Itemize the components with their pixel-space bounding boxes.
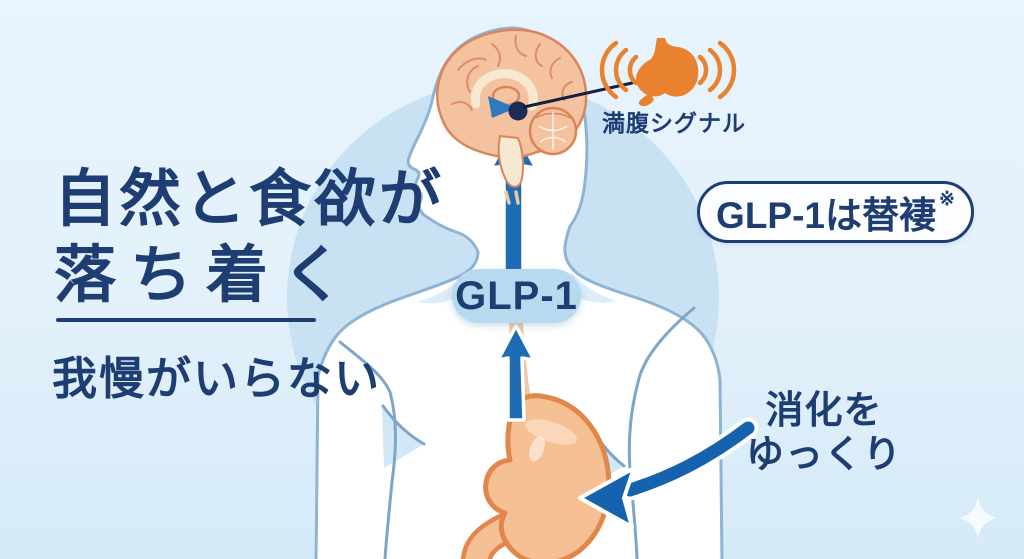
glp1-note-badge: GLP-1は替褄※ — [697, 181, 974, 243]
mini-stomach-icon — [636, 38, 699, 97]
stomach-body — [483, 393, 612, 559]
gyrus-line — [534, 43, 543, 67]
digestion-line1: 消化を — [765, 390, 883, 432]
hypothalamus-arrow-icon — [488, 96, 516, 118]
stomach-signal-icon — [599, 38, 737, 107]
brainstem — [497, 134, 525, 188]
headline-divider — [56, 318, 316, 322]
gyrus-line — [491, 43, 501, 67]
reference-mark: ※ — [939, 188, 955, 210]
hypothalamus-dot — [508, 101, 528, 121]
stomach-gloss — [529, 436, 545, 462]
gyrus-line — [514, 35, 527, 57]
glp1-pill-label: GLP-1 — [452, 269, 581, 323]
right-arm-inner-line — [627, 306, 696, 559]
glp1-up-arrow-lower — [496, 324, 536, 422]
stomach-illustration — [460, 393, 612, 559]
digestion-line2: ゆっくり — [745, 434, 902, 477]
corpus-callosum — [470, 69, 538, 111]
digestion-label: 消化を ゆっくり — [736, 389, 912, 478]
badge-text: GLP-1は替褄 — [716, 195, 937, 236]
left-armpit-line — [381, 404, 426, 446]
gyrus-line — [457, 57, 487, 71]
mini-stomach-pylorus — [638, 92, 654, 107]
sparkle-icon — [959, 497, 997, 539]
stomach-highlight — [525, 419, 577, 445]
slow-digestion-arrowhead — [578, 466, 636, 529]
brain-illustration — [436, 28, 588, 205]
pointer-line — [522, 81, 634, 109]
left-arm-inner-line — [338, 340, 397, 559]
gyrus-line — [451, 101, 473, 111]
cerebellum-branches — [538, 112, 568, 150]
left-armpit-shading — [382, 408, 424, 468]
brainstem-marks — [504, 190, 520, 205]
gyrus-line — [466, 65, 479, 93]
headline-line2: 落ち着く — [54, 241, 359, 310]
satiety-signal-label: 満腹シグナル — [602, 110, 746, 136]
slow-digestion-arrow — [578, 417, 759, 529]
signal-waves-icon — [599, 40, 737, 100]
glp1-pill-text: GLP-1 — [455, 273, 578, 318]
headline-line1: 自然と食欲が — [54, 165, 445, 234]
gyrus-line — [549, 57, 561, 79]
headline-subline: 我慢がいらない — [52, 353, 382, 404]
